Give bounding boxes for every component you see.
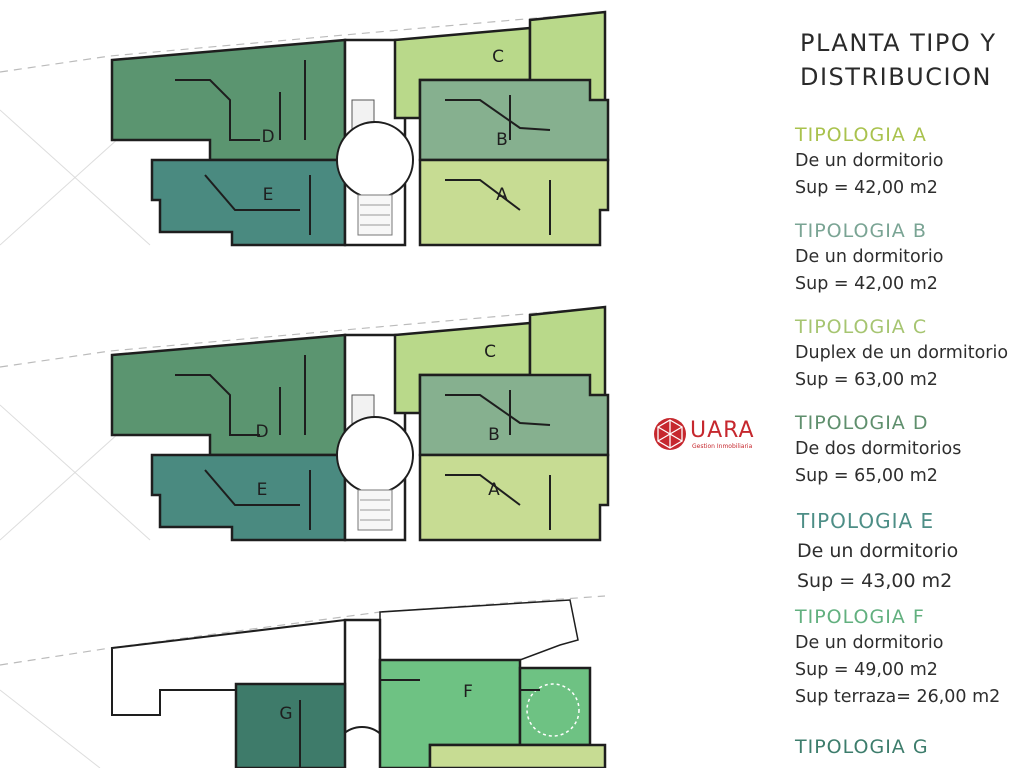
- typology-name: TIPOLOGIA E: [797, 509, 935, 533]
- unit-label: B: [496, 130, 508, 150]
- typology-description: De un dormitorio: [795, 633, 944, 653]
- unit-label: G: [279, 704, 292, 724]
- typology-name: TIPOLOGIA B: [795, 220, 927, 242]
- title-line-2: DISTRIBUCION: [800, 63, 992, 91]
- typology-area: Sup = 42,00 m2: [795, 274, 938, 294]
- typology-area: Sup = 42,00 m2: [795, 178, 938, 198]
- typology-name: TIPOLOGIA F: [795, 606, 925, 628]
- typology-f: TIPOLOGIA F De un dormitorio Sup = 49,00…: [795, 604, 1000, 711]
- unit-label: D: [255, 422, 268, 442]
- typology-description: De un dormitorio: [797, 540, 959, 562]
- page-title: PLANTA TIPO Y DISTRIBUCION: [800, 26, 997, 94]
- title-line-1: PLANTA TIPO Y: [800, 29, 997, 57]
- typology-c: TIPOLOGIA C Duplex de un dormitorio Sup …: [795, 314, 1008, 394]
- unit-label: A: [496, 185, 508, 205]
- typology-g: TIPOLOGIA G: [795, 734, 929, 760]
- unit-label: E: [263, 185, 274, 205]
- typology-description: De un dormitorio: [795, 151, 944, 171]
- typology-name: TIPOLOGIA D: [795, 412, 929, 434]
- logo-name: UARA: [690, 418, 755, 443]
- floor-plans: C B A D E C B A D E F G: [0, 10, 610, 768]
- typology-description: De un dormitorio: [795, 247, 944, 267]
- company-logo: UARA Gestion Inmobiliaria: [652, 416, 762, 456]
- typology-b: TIPOLOGIA B De un dormitorio Sup = 42,00…: [795, 218, 944, 298]
- typology-name: TIPOLOGIA A: [795, 124, 927, 146]
- typology-description: De dos dormitorios: [795, 439, 962, 459]
- typology-description: Duplex de un dormitorio: [795, 343, 1009, 363]
- floor-plan-2: C B A D E: [0, 305, 610, 542]
- typology-area: Sup = 49,00 m2: [795, 660, 938, 680]
- floor-plan-3: F G: [0, 595, 607, 768]
- typology-area: Sup = 63,00 m2: [795, 370, 938, 390]
- unit-label: C: [492, 47, 504, 67]
- unit-label: C: [484, 342, 496, 362]
- unit-label: A: [488, 480, 500, 500]
- unit-label: F: [463, 682, 473, 702]
- typology-terrace-area: Sup terraza= 26,00 m2: [795, 687, 1001, 707]
- typology-name: TIPOLOGIA C: [795, 316, 928, 338]
- logo-mark-icon: [654, 418, 686, 450]
- floor-plan-1: C B A D E: [0, 10, 610, 247]
- logo-subtitle: Gestion Inmobiliaria: [692, 443, 753, 450]
- typology-area: Sup = 65,00 m2: [795, 466, 938, 486]
- typology-d: TIPOLOGIA D De dos dormitorios Sup = 65,…: [795, 410, 961, 490]
- typology-a: TIPOLOGIA A De un dormitorio Sup = 42,00…: [795, 122, 944, 202]
- typology-name: TIPOLOGIA G: [795, 736, 929, 758]
- unit-label: B: [488, 425, 500, 445]
- unit-label: E: [257, 480, 268, 500]
- unit-label: D: [261, 127, 274, 147]
- typology-e: TIPOLOGIA E De un dormitorio Sup = 43,00…: [797, 506, 958, 596]
- typology-area: Sup = 43,00 m2: [797, 570, 953, 592]
